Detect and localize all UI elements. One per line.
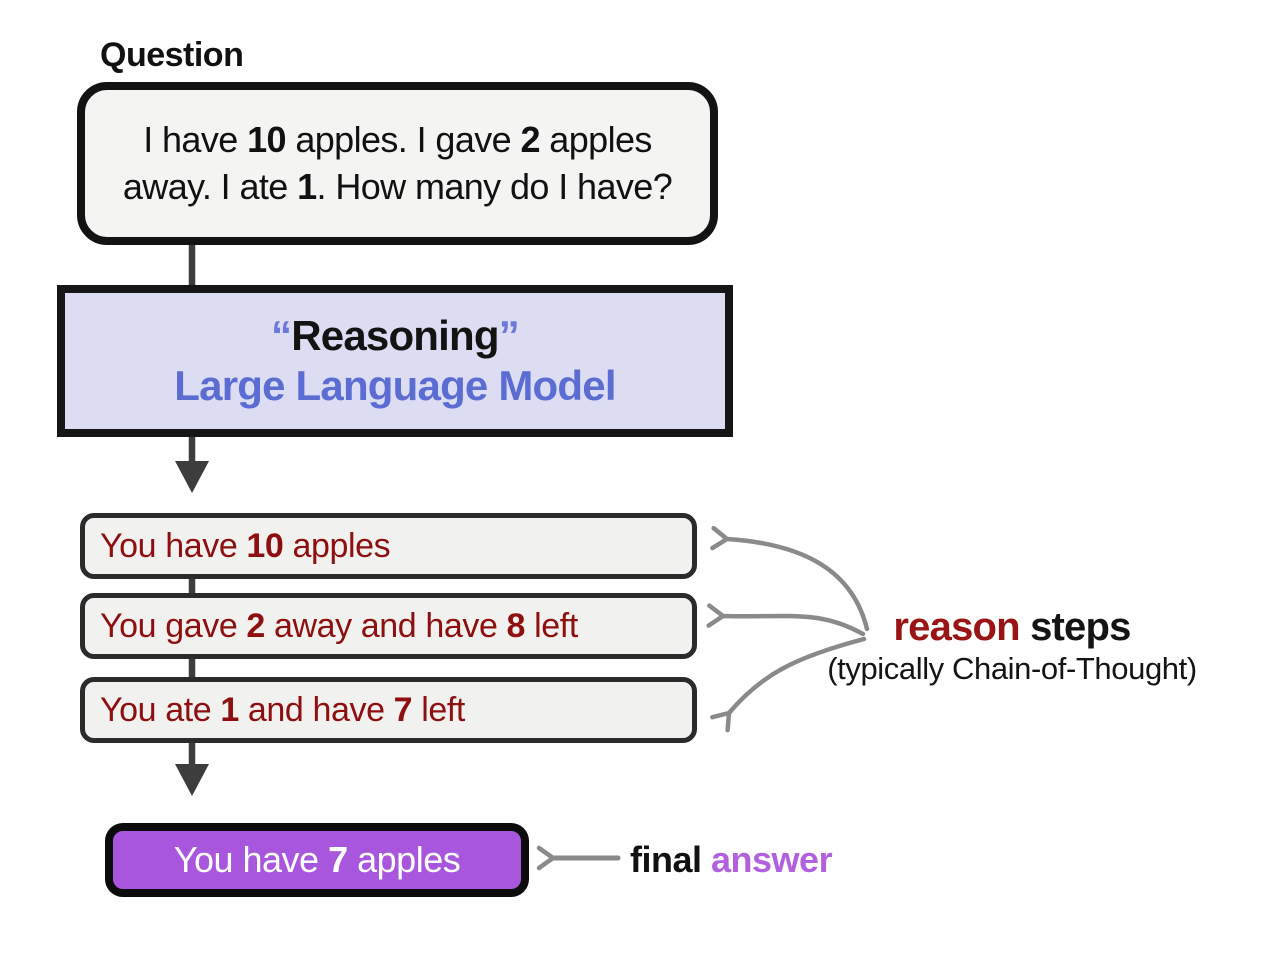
- reason-steps-subcaption: (typically Chain-of-Thought): [827, 651, 1197, 686]
- reason-step-box-1: You have 10 apples: [80, 513, 697, 579]
- final-answer-text: You have 7 apples: [173, 839, 461, 880]
- reason-step-1-text: You have 10 apples: [100, 526, 391, 565]
- reason-step-box-3: You ate 1 and have 7 left: [80, 677, 697, 743]
- reason-steps-annotation: reason steps (typically Chain-of-Thought…: [782, 604, 1242, 689]
- llm-box-subtitle: Large Language Model: [174, 362, 616, 409]
- final-answer-annotation: final answer: [630, 838, 833, 882]
- reason-steps-label: reason steps: [893, 605, 1131, 649]
- question-label: Question: [100, 36, 244, 74]
- reasoning-llm-box: “Reasoning” Large Language Model: [57, 285, 733, 437]
- flow-arrow-steps-to-answer-head-icon: [175, 764, 209, 796]
- flow-arrow-llm-to-steps-head-icon: [175, 461, 209, 493]
- final-answer-annotation-text: final answer: [630, 839, 833, 880]
- reason-step-2-text: You gave 2 away and have 8 left: [100, 606, 578, 645]
- reason-step-box-2: You gave 2 away and have 8 left: [80, 593, 697, 659]
- final-answer-box: You have 7 apples: [105, 823, 529, 897]
- reason-step-3-text: You ate 1 and have 7 left: [100, 690, 465, 729]
- llm-box-title: “Reasoning”: [271, 311, 520, 359]
